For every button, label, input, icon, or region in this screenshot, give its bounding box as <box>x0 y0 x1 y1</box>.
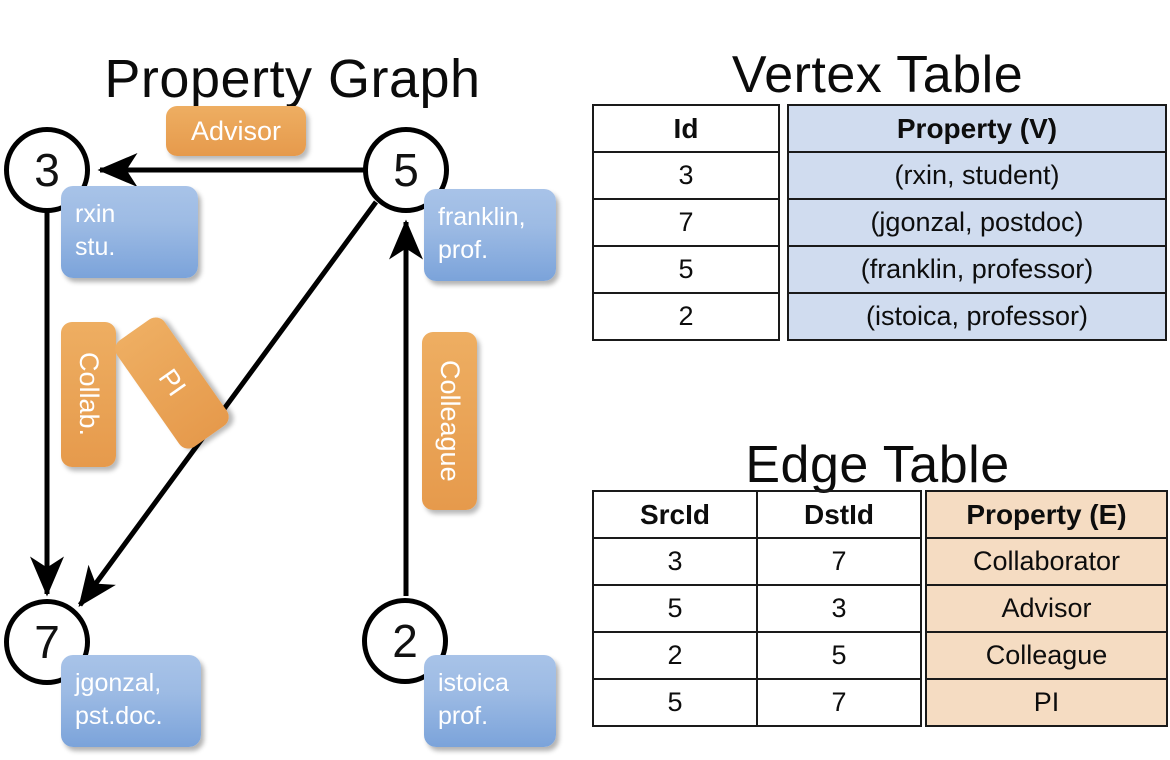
edge-label-collab: Collab. <box>61 322 116 467</box>
table-header-row: SrcId DstId <box>592 490 922 539</box>
property-line-2: prof. <box>438 236 489 264</box>
vertex-property-cell: (istoica, professor) <box>787 292 1167 341</box>
table-row: 7 <box>592 198 780 247</box>
edge-src-cell: 5 <box>592 678 758 727</box>
table-row: 3 <box>592 151 780 200</box>
table-header-row: Id <box>592 104 780 153</box>
vertex-id-cell: 3 <box>592 151 780 200</box>
table-row: (istoica, professor) <box>787 292 1167 341</box>
table-row: 5 7 <box>592 678 922 727</box>
column-header-dstid: DstId <box>756 490 922 539</box>
node-property-box-franklin: franklin, prof. <box>424 189 556 281</box>
table-row: 2 <box>592 292 780 341</box>
column-header-property-v: Property (V) <box>787 104 1167 153</box>
edge-property-cell: Advisor <box>925 584 1168 633</box>
table-header-row: Property (V) <box>787 104 1167 153</box>
table-row: 2 5 <box>592 631 922 680</box>
node-property-box-jgonzal: jgonzal, pst.doc. <box>61 655 201 747</box>
vertex-table-id-column: Id 3 7 5 2 <box>592 104 780 341</box>
vertex-property-cell: (jgonzal, postdoc) <box>787 198 1167 247</box>
column-header-id: Id <box>592 104 780 153</box>
edge-dst-cell: 5 <box>756 631 922 680</box>
edge-label-advisor: Advisor <box>166 106 306 156</box>
table-row: (rxin, student) <box>787 151 1167 200</box>
property-line-1: istoica <box>438 669 509 697</box>
vertex-id-cell: 7 <box>592 198 780 247</box>
edge-dst-cell: 7 <box>756 537 922 586</box>
edge-table-property-column: Property (E) Collaborator Advisor Collea… <box>925 490 1168 727</box>
edge-property-cell: Collaborator <box>925 537 1168 586</box>
vertex-id-cell: 2 <box>592 292 780 341</box>
edge-dst-cell: 7 <box>756 678 922 727</box>
edge-src-cell: 5 <box>592 584 758 633</box>
graph-edge-arrows <box>30 153 423 608</box>
page-title-property-graph: Property Graph <box>104 49 481 110</box>
property-line-1: jgonzal, <box>75 669 162 697</box>
property-line-1: rxin <box>75 200 116 228</box>
table-row: Advisor <box>925 584 1168 633</box>
table-row: 3 7 <box>592 537 922 586</box>
table-row: 5 3 <box>592 584 922 633</box>
graph-node-5[interactable]: 5 <box>363 127 449 213</box>
edge-label-collab-text: Collab. <box>74 352 104 437</box>
vertex-property-cell: (rxin, student) <box>787 151 1167 200</box>
edge-label-colleague: Colleague <box>422 332 477 510</box>
edge-table-src-dst-columns: SrcId DstId 3 7 5 3 2 5 5 7 <box>592 490 922 727</box>
vertex-id-cell: 5 <box>592 245 780 294</box>
column-header-srcid: SrcId <box>592 490 758 539</box>
table-row: 5 <box>592 245 780 294</box>
edge-dst-cell: 3 <box>756 584 922 633</box>
property-line-2: pst.doc. <box>75 702 163 730</box>
edge-label-colleague-text: Colleague <box>435 360 465 482</box>
property-line-1: franklin, <box>438 203 526 231</box>
edge-label-pi-text: PI <box>152 363 193 402</box>
table-row: Colleague <box>925 631 1168 680</box>
table-row: Collaborator <box>925 537 1168 586</box>
edge-arrow-5-to-7 <box>77 200 379 608</box>
graph-node-2[interactable]: 2 <box>362 598 448 684</box>
edge-src-cell: 3 <box>592 537 758 586</box>
table-row: (franklin, professor) <box>787 245 1167 294</box>
node-property-box-rxin: rxin stu. <box>61 186 198 278</box>
page-title-vertex-table: Vertex Table <box>731 45 1024 104</box>
table-row: PI <box>925 678 1168 727</box>
node-property-box-istoica: istoica prof. <box>424 655 556 747</box>
edge-property-cell: Colleague <box>925 631 1168 680</box>
property-graph-diagram: 3 5 7 2 rxin stu. franklin, prof. jgonza… <box>4 106 556 747</box>
property-line-2: prof. <box>438 702 489 730</box>
vertex-table-property-column: Property (V) (rxin, student) (jgonzal, p… <box>787 104 1167 341</box>
edge-property-cell: PI <box>925 678 1168 727</box>
page-title-edge-table: Edge Table <box>745 435 1010 494</box>
column-header-property-e: Property (E) <box>925 490 1168 539</box>
property-line-2: stu. <box>75 233 116 261</box>
table-header-row: Property (E) <box>925 490 1168 539</box>
vertex-property-cell: (franklin, professor) <box>787 245 1167 294</box>
table-row: (jgonzal, postdoc) <box>787 198 1167 247</box>
edge-src-cell: 2 <box>592 631 758 680</box>
